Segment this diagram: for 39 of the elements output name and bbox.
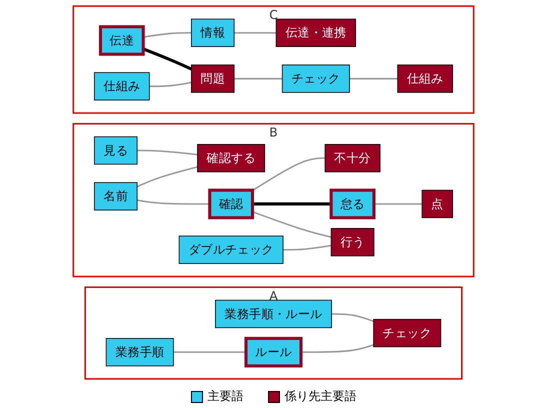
node-box: 仕組み bbox=[94, 72, 150, 100]
node-box: 確認する bbox=[197, 144, 266, 172]
node-box: 怠る bbox=[330, 188, 376, 220]
node-box: 問題 bbox=[191, 64, 235, 93]
connector bbox=[252, 211, 332, 238]
connector bbox=[149, 82, 192, 88]
connector bbox=[173, 351, 246, 353]
connector bbox=[283, 244, 332, 251]
connector bbox=[142, 47, 192, 70]
legend-label: 係り先主要語 bbox=[284, 388, 356, 405]
connector bbox=[143, 32, 192, 38]
node-box: 業務手順・ルール bbox=[215, 300, 332, 328]
node-box: ダブルチェック bbox=[178, 236, 284, 264]
connector bbox=[252, 157, 326, 192]
node-box: 不十分 bbox=[324, 144, 380, 172]
node-box: ルール bbox=[244, 336, 303, 368]
node-box: 伝達 bbox=[98, 25, 145, 56]
legend-label: 主要語 bbox=[208, 388, 244, 405]
node-box: 情報 bbox=[191, 18, 235, 47]
connector bbox=[234, 78, 282, 80]
connector bbox=[301, 344, 374, 353]
connector bbox=[136, 166, 198, 188]
node-box: 見る bbox=[94, 136, 138, 165]
node-box: 伝達・連携 bbox=[276, 18, 356, 47]
node-box: チェック bbox=[373, 318, 442, 348]
connector bbox=[374, 203, 422, 205]
node-box: 名前 bbox=[94, 182, 138, 210]
connector bbox=[234, 32, 276, 34]
connector bbox=[137, 150, 198, 156]
connector bbox=[350, 78, 398, 80]
connector bbox=[332, 313, 374, 322]
node-box: 行う bbox=[330, 228, 374, 256]
node-box: 点 bbox=[422, 190, 454, 218]
node-box: 確認 bbox=[208, 188, 254, 220]
node-box: チェック bbox=[282, 64, 350, 93]
connector bbox=[252, 202, 332, 206]
node-box: 仕組み bbox=[397, 64, 454, 93]
node-box: 業務手順 bbox=[106, 338, 174, 366]
connector bbox=[137, 199, 210, 205]
